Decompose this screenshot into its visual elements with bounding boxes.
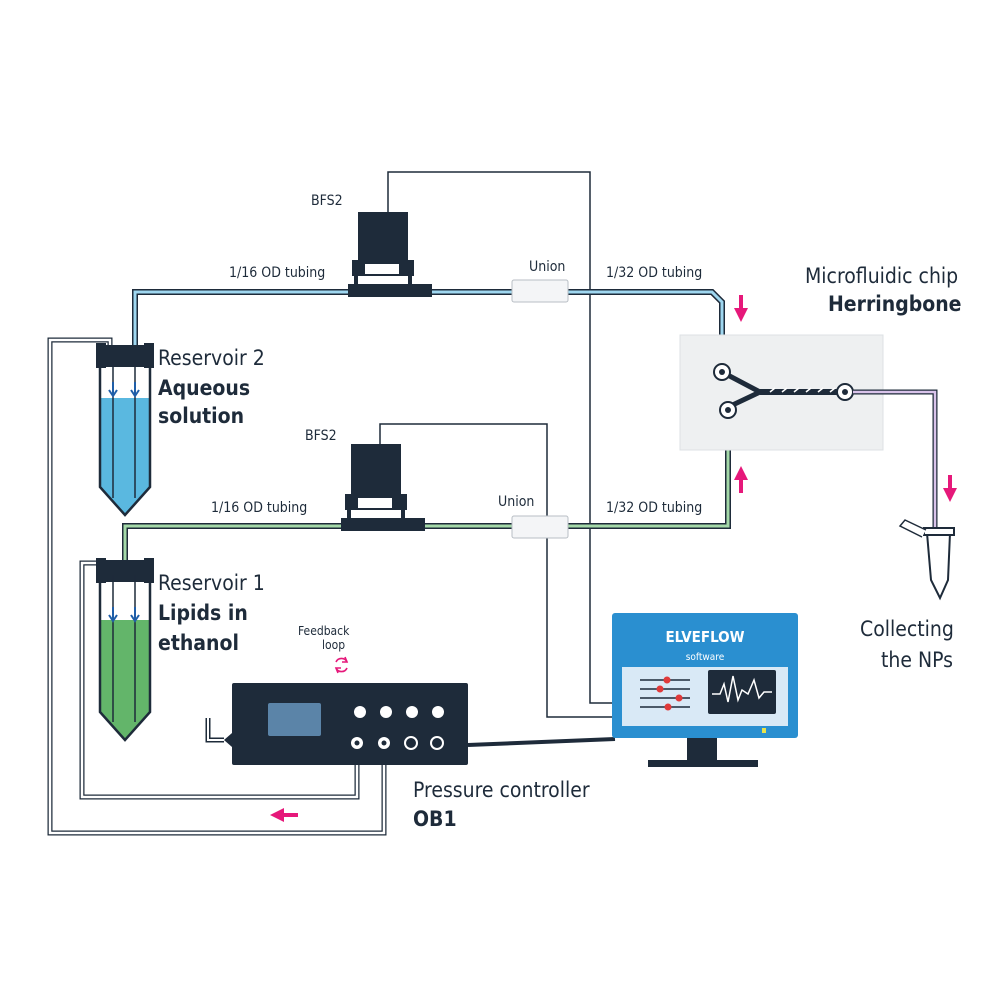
controller-title: Pressure controller: [413, 778, 590, 802]
screen-brand: ELVEFLOW: [665, 628, 744, 646]
reservoir-2-content-line1: Aqueous: [158, 376, 250, 400]
reservoir-2-title: Reservoir 2: [158, 346, 265, 370]
pressure-controller-ob1: [205, 683, 468, 765]
controller-name: OB1: [413, 807, 457, 831]
union-top: [511, 279, 569, 303]
tubing-116-bottom-label: 1/16 OD tubing: [211, 500, 307, 516]
bfs2-flow-sensor-top: [348, 212, 432, 297]
arrow-down-icon: [734, 295, 748, 322]
arrow-up-icon: [734, 466, 748, 493]
collect-line2: the NPs: [881, 648, 953, 672]
bfs-bottom-label: BFS2: [305, 428, 337, 444]
reservoir-2-tube: [96, 343, 154, 517]
feedback-line1: Feedback: [298, 624, 350, 638]
cable-controller-computer: [467, 737, 616, 747]
bfs2-flow-sensor-bottom: [341, 444, 425, 531]
waveform-graph-icon: [708, 670, 776, 714]
screen-subtitle: software: [686, 652, 725, 663]
union-bottom-label: Union: [498, 494, 534, 510]
tubing-132-bottom-label: 1/32 OD tubing: [606, 500, 702, 516]
feedback-line2: loop: [322, 638, 345, 652]
tubing-116-top-label: 1/16 OD tubing: [229, 265, 325, 281]
chip-title: Microfluidic chip: [805, 264, 958, 288]
collect-line1: Collecting: [860, 617, 954, 641]
bfs-top-label: BFS2: [311, 193, 343, 209]
arrow-left-icon: [270, 808, 298, 822]
cable-bfs-bottom: [379, 423, 615, 718]
arrow-down-icon: [943, 475, 957, 502]
tubing-132-top-label: 1/32 OD tubing: [606, 265, 702, 281]
signal-cables: [379, 171, 615, 718]
reservoir-2-content-line2: solution: [158, 404, 244, 428]
computer-monitor: ELVEFLOW software: [612, 613, 798, 767]
union-top-label: Union: [529, 259, 565, 275]
reservoir-1-content-line2: ethanol: [158, 631, 239, 655]
refresh-loop-icon: [334, 656, 349, 674]
union-bottom: [511, 515, 569, 539]
reservoir-1-title: Reservoir 1: [158, 571, 265, 595]
reservoir-1-tube: [96, 558, 154, 742]
microfluidic-chip: [679, 334, 884, 451]
flow-arrows: [270, 295, 957, 822]
collection-tube: [898, 519, 955, 601]
reservoir-1-content-line1: Lipids in: [158, 601, 248, 625]
chip-name: Herringbone: [828, 292, 962, 316]
sliders-icon: [640, 676, 690, 711]
cable-bfs-top: [387, 171, 615, 704]
